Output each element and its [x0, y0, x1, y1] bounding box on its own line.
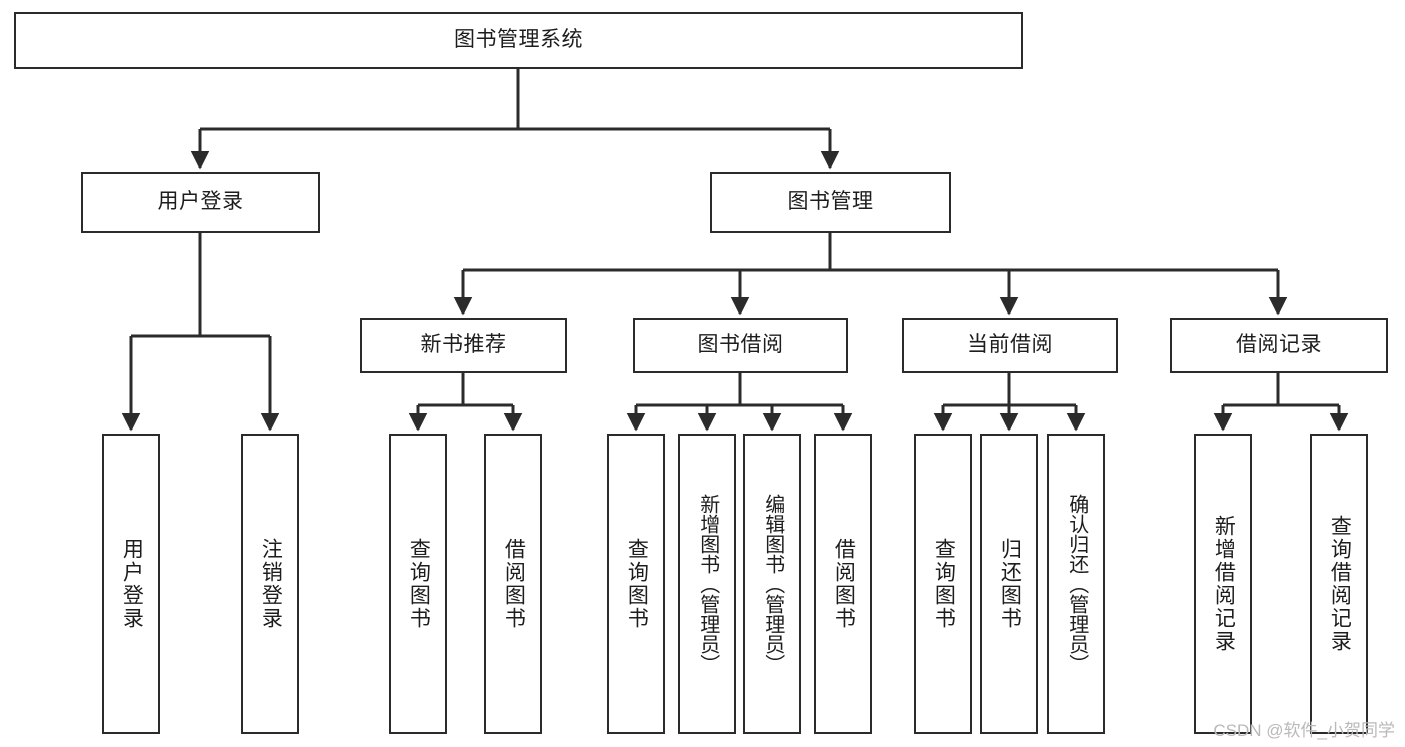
- node-borrow-record-label: 借阅记录: [1236, 333, 1322, 357]
- node-leaf-query-book-3[interactable]: 查询图书: [914, 434, 972, 734]
- node-leaf-confirm-return-label: 确认归还（管理员）: [1065, 494, 1088, 674]
- node-leaf-query-book-1[interactable]: 查询图书: [389, 434, 447, 734]
- node-user-login[interactable]: 用户登录: [81, 172, 320, 233]
- node-leaf-return-book-label: 归还图书: [998, 538, 1022, 630]
- node-current-borrow[interactable]: 当前借阅: [902, 318, 1118, 373]
- node-leaf-borrow-book-1[interactable]: 借阅图书: [484, 434, 542, 734]
- node-book-management[interactable]: 图书管理: [710, 172, 951, 233]
- node-leaf-query-record-label: 查询借阅记录: [1328, 515, 1352, 653]
- node-leaf-borrow-book-2[interactable]: 借阅图书: [814, 434, 872, 734]
- node-root[interactable]: 图书管理系统: [14, 12, 1023, 69]
- node-leaf-edit-book-label: 编辑图书（管理员）: [761, 494, 784, 674]
- node-leaf-query-book-2-label: 查询图书: [625, 538, 649, 630]
- node-book-management-label: 图书管理: [787, 190, 874, 214]
- node-leaf-user-login[interactable]: 用户登录: [102, 434, 160, 734]
- node-leaf-logout-login-label: 注销登录: [259, 538, 283, 630]
- node-book-borrow[interactable]: 图书借阅: [633, 318, 848, 373]
- node-leaf-add-record-label: 新增借阅记录: [1212, 515, 1236, 653]
- node-leaf-query-book-3-label: 查询图书: [932, 538, 956, 630]
- node-leaf-return-book[interactable]: 归还图书: [980, 434, 1038, 734]
- node-new-book-recommend[interactable]: 新书推荐: [360, 318, 567, 373]
- node-leaf-edit-book[interactable]: 编辑图书（管理员）: [743, 434, 801, 734]
- node-book-borrow-label: 图书借阅: [697, 333, 784, 357]
- node-borrow-record[interactable]: 借阅记录: [1170, 318, 1388, 373]
- node-leaf-logout-login[interactable]: 注销登录: [241, 434, 299, 734]
- node-user-login-label: 用户登录: [157, 190, 244, 214]
- node-leaf-user-login-label: 用户登录: [120, 538, 144, 630]
- node-leaf-borrow-book-2-label: 借阅图书: [832, 538, 856, 630]
- node-leaf-confirm-return[interactable]: 确认归还（管理员）: [1047, 434, 1105, 734]
- node-current-borrow-label: 当前借阅: [967, 333, 1053, 357]
- node-new-book-recommend-label: 新书推荐: [420, 333, 507, 357]
- node-leaf-query-book-2[interactable]: 查询图书: [607, 434, 665, 734]
- node-leaf-add-book[interactable]: 新增图书（管理员）: [678, 434, 736, 734]
- node-leaf-borrow-book-1-label: 借阅图书: [502, 538, 526, 630]
- node-leaf-query-record[interactable]: 查询借阅记录: [1310, 434, 1368, 734]
- node-leaf-add-record[interactable]: 新增借阅记录: [1194, 434, 1252, 734]
- watermark: CSDN @软件_小贺同学: [1213, 721, 1395, 740]
- node-root-label: 图书管理系统: [454, 28, 583, 52]
- node-leaf-add-book-label: 新增图书（管理员）: [696, 494, 719, 674]
- node-leaf-query-book-1-label: 查询图书: [407, 538, 431, 630]
